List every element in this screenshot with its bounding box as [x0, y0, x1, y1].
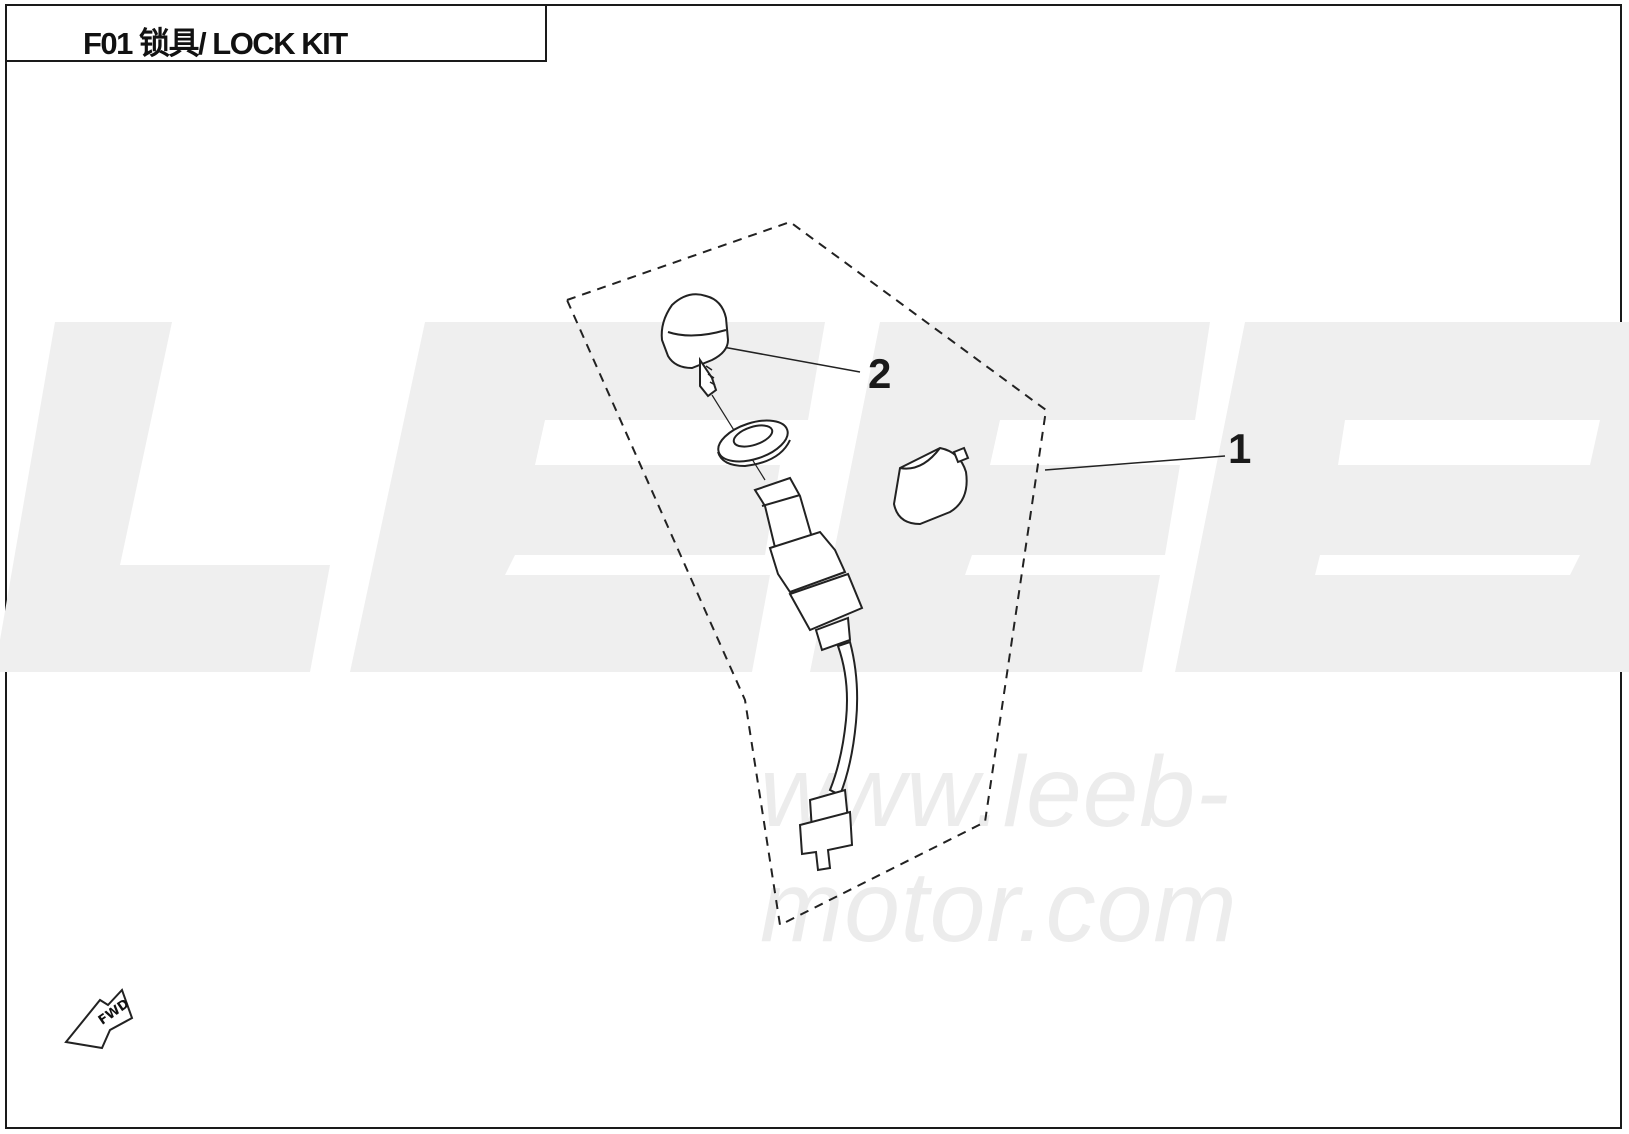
page-title: F01 锁具/ LOCK KIT: [83, 26, 348, 61]
lock-cap-drawing: [892, 446, 970, 526]
kit-boundary: [566, 220, 1048, 927]
title-box: F01 锁具/ LOCK KIT: [5, 4, 547, 62]
fwd-arrow-icon: [64, 988, 134, 1050]
leader-line-2: [711, 344, 861, 373]
ignition-key-drawing: [660, 293, 730, 398]
washer-drawing: [717, 419, 791, 468]
callout-1: 1: [1228, 425, 1252, 472]
callout-2: 2: [868, 350, 892, 397]
lock-cylinder-drawing: [753, 476, 864, 872]
leader-line-1: [1044, 455, 1226, 471]
